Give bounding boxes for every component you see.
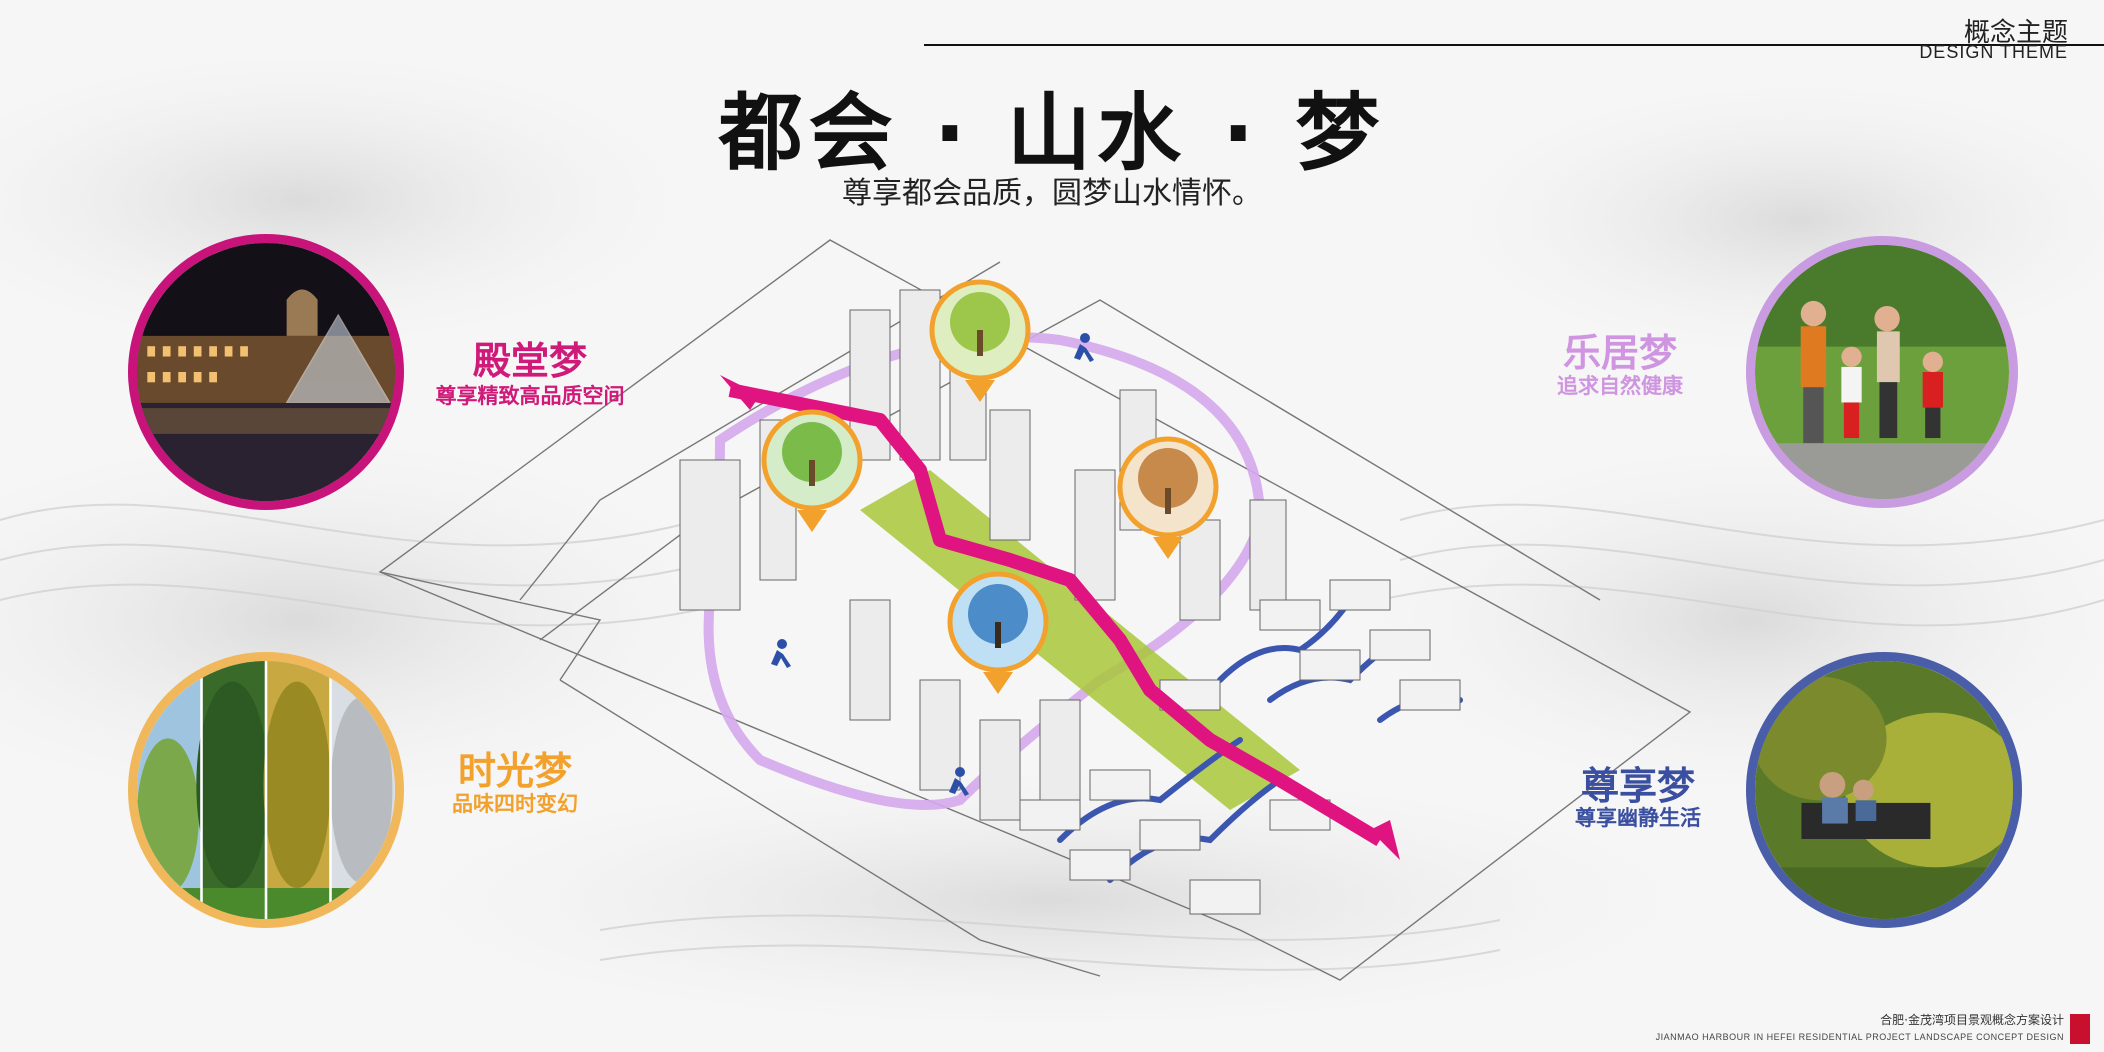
subtitle: 尊享都会品质，圆梦山水情怀。 <box>842 176 1262 211</box>
winter-tree-icon <box>947 571 1049 694</box>
dream-title-palace: 殿堂梦 <box>472 339 587 383</box>
main-title: 都会 · 山水 · 梦 <box>718 84 1386 182</box>
footer-project-name: 合肥·金茂湾项目景观概念方案设计 <box>1880 1013 2064 1027</box>
experience-route <box>720 375 1400 860</box>
dream-subtitle-living: 追求自然健康 <box>1557 374 1683 398</box>
section-title: 概念主题 <box>1963 18 2068 48</box>
summer-tree-icon <box>761 409 863 532</box>
footer-project-name-en: JIANMAO HARBOUR IN HEFEI RESIDENTIAL PRO… <box>1655 1032 2064 1042</box>
dream-title-time: 时光梦 <box>457 749 572 793</box>
dream-title-privilege: 尊享梦 <box>1580 764 1695 808</box>
header-divider <box>924 44 2104 46</box>
louvre-night-photo <box>128 234 404 510</box>
company-logo <box>2070 1014 2090 1044</box>
four-seasons-trees-photo <box>128 652 404 928</box>
dream-subtitle-palace: 尊享精致高品质空间 <box>435 384 625 408</box>
spring-tree-icon <box>929 279 1031 402</box>
family-jogging-photo <box>1746 236 2018 508</box>
route-arrow-start <box>720 375 760 410</box>
dream-subtitle-privilege: 尊享幽静生活 <box>1575 806 1701 830</box>
section-title-en: DESIGN THEME <box>1919 42 2068 62</box>
garden-leisure-photo <box>1746 652 2022 928</box>
route-arrow-end <box>1370 820 1400 860</box>
autumn-tree-icon <box>1117 436 1219 559</box>
runner-icon <box>771 333 1094 796</box>
lowrise-cluster <box>1019 579 1461 915</box>
dream-title-living: 乐居梦 <box>1562 331 1677 375</box>
dream-subtitle-time: 品味四时变幻 <box>452 792 578 816</box>
